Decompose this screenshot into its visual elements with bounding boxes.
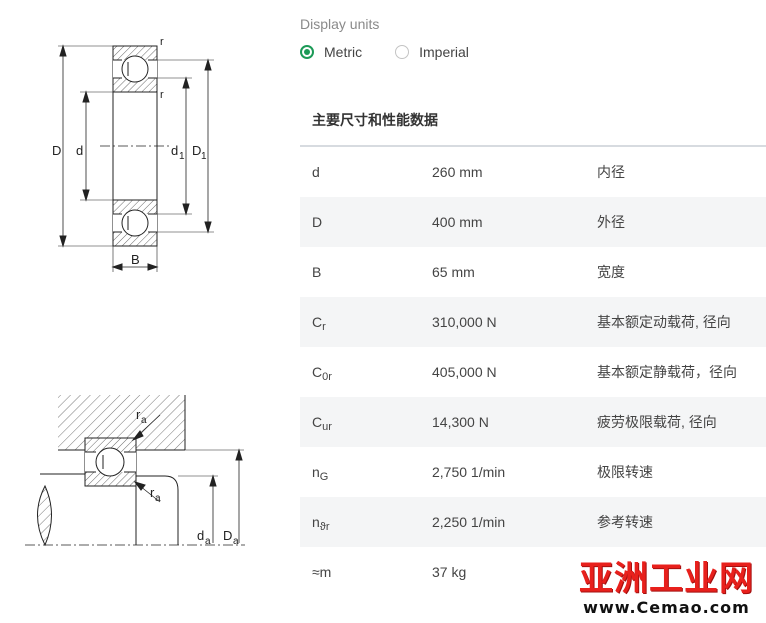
mount-label-da: d — [197, 528, 204, 543]
row-value: 405,000 N — [432, 364, 497, 380]
mount-label-Da-sub: a — [233, 536, 239, 547]
display-units-title: Display units — [300, 16, 380, 32]
section-title: 主要尺寸和性能数据 — [312, 112, 438, 128]
row-value: 260 mm — [432, 164, 483, 180]
table-row: ≈m 37 kg — [300, 547, 766, 597]
mount-label-da-sub: a — [205, 536, 211, 547]
row-symbol-sub: r — [322, 321, 326, 333]
row-description: 外径 — [597, 214, 625, 230]
dim-label-d: d — [76, 143, 83, 158]
radius-label-top: r — [160, 36, 164, 48]
metric-label[interactable]: Metric — [324, 44, 363, 60]
dim-label-d1: d — [171, 143, 178, 158]
row-symbol-sub: 0r — [322, 371, 332, 383]
table-row: nϑr 2,250 1/min 参考转速 — [300, 497, 766, 547]
row-symbol: C — [312, 314, 323, 330]
mount-label-Da: D — [223, 528, 232, 543]
dim-label-D: D — [52, 143, 61, 158]
row-description: 宽度 — [597, 264, 625, 280]
row-description: 极限转速 — [597, 464, 653, 480]
radio-unchecked-icon[interactable] — [395, 45, 410, 59]
row-value: 2,750 1/min — [432, 464, 506, 480]
row-value: 400 mm — [432, 214, 483, 230]
display-units: Display units Metric Imperial — [300, 16, 502, 60]
row-value: 2,250 1/min — [432, 514, 506, 530]
table-row: Cr 310,000 N 基本额定动载荷, 径向 — [300, 297, 766, 347]
mount-label-ra-bot: r — [150, 485, 155, 500]
radio-checked-icon[interactable] — [300, 45, 314, 59]
table-row: C0r 405,000 N 基本额定静载荷，径向 — [300, 347, 766, 397]
row-symbol-sub: G — [319, 471, 329, 483]
metric-radio[interactable]: Metric — [300, 44, 362, 60]
row-value: 65 mm — [432, 264, 475, 280]
dim-label-B: B — [131, 252, 140, 267]
table-row: nG 2,750 1/min 极限转速 — [300, 447, 766, 497]
row-symbol: n — [312, 464, 320, 480]
watermark-url: www.Cemao.com — [583, 598, 750, 617]
row-description: 基本额定静载荷，径向 — [597, 364, 737, 380]
table-row: Cur 14,300 N 疲劳极限载荷, 径向 — [300, 397, 766, 447]
bearing-section-drawing — [58, 44, 214, 272]
row-description: 内径 — [597, 164, 625, 180]
mount-label-ra-top-sub: a — [141, 415, 147, 426]
radius-label-mid: r — [160, 89, 164, 101]
watermark-text: 亚洲工业网 — [579, 559, 754, 599]
imperial-radio[interactable]: Imperial — [395, 44, 469, 60]
row-symbol: C — [312, 414, 323, 430]
bearing-drawings: D d d 1 D 1 B r r — [25, 36, 245, 547]
row-symbol: n — [312, 514, 320, 530]
row-symbol: d — [312, 164, 320, 180]
dim-label-d1-sub: 1 — [179, 151, 185, 162]
table-row: B 65 mm 宽度 — [300, 247, 766, 297]
imperial-label[interactable]: Imperial — [419, 44, 469, 60]
watermark-logo: 亚洲工业网 www.Cemao.com — [579, 562, 754, 617]
bearing-mounting-drawing — [25, 395, 245, 547]
row-value: 37 kg — [432, 564, 467, 580]
row-description: 基本额定动载荷, 径向 — [597, 314, 731, 330]
specs-table: d 260 mm 内径 D 400 mm 外径 B 65 mm 宽度 Cr 31… — [300, 145, 766, 597]
mount-label-ra-bot-sub: a — [155, 493, 161, 504]
units-radio-group: Metric Imperial — [300, 44, 502, 60]
row-value: 310,000 N — [432, 314, 497, 330]
row-symbol-sub: ur — [322, 421, 332, 433]
row-symbol: D — [312, 214, 323, 230]
row-symbol-sub: ϑr — [319, 521, 330, 533]
row-symbol: B — [312, 264, 322, 280]
dim-label-D1-sub: 1 — [201, 151, 207, 162]
row-symbol: C — [312, 364, 323, 380]
row-symbol: ≈m — [312, 564, 332, 580]
row-description: 疲劳极限载荷, 径向 — [597, 414, 717, 430]
row-description: 参考转速 — [597, 514, 653, 530]
table-row: D 400 mm 外径 — [300, 197, 766, 247]
table-row: d 260 mm 内径 — [300, 147, 766, 197]
dim-label-D1: D — [192, 143, 201, 158]
row-value: 14,300 N — [432, 414, 489, 430]
mount-label-ra-top: r — [136, 407, 141, 422]
